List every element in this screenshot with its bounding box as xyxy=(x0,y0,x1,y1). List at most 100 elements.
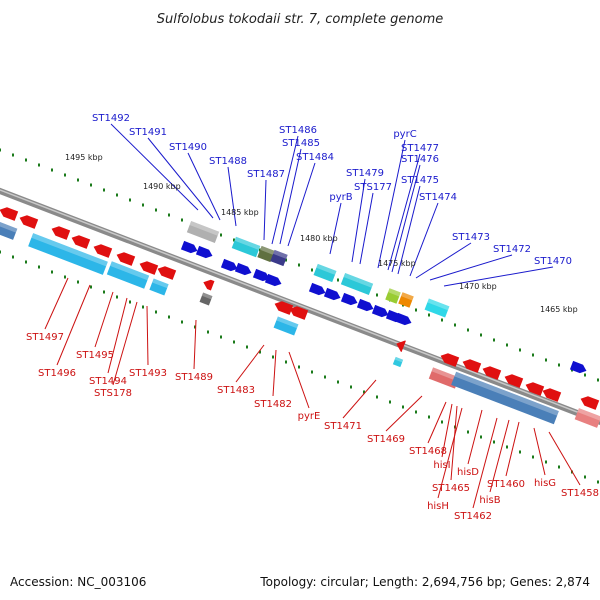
tick-dot xyxy=(415,410,417,414)
tick-dot xyxy=(103,290,105,294)
gene-block xyxy=(231,236,261,258)
tick-dot xyxy=(376,395,378,399)
reverse-label-leader xyxy=(342,379,377,419)
tick-dot xyxy=(298,365,300,369)
tick-dot xyxy=(64,173,66,177)
reverse-label-leader xyxy=(385,395,423,432)
tick-dot xyxy=(194,325,196,329)
reverse-gene-label: pyrE xyxy=(298,411,321,422)
reverse-gene-label: ST1465 xyxy=(432,483,470,494)
forward-gene-arrow xyxy=(220,258,238,272)
tick-dot xyxy=(285,258,287,262)
reverse-gene-label: ST1494 xyxy=(89,376,127,387)
forward-label-leader xyxy=(351,178,366,263)
tick-dot xyxy=(168,213,170,217)
reverse-label-leader xyxy=(272,349,277,397)
tick-dot xyxy=(90,183,92,187)
tick-dot xyxy=(129,300,131,304)
forward-gene-label: ST1470 xyxy=(534,256,572,267)
reverse-gene-label: hisD xyxy=(457,467,479,478)
forward-label-leader xyxy=(397,185,421,275)
gene-block xyxy=(574,408,600,428)
reverse-gene-label: ST1460 xyxy=(487,479,525,490)
forward-label-leader xyxy=(271,135,299,245)
forward-gene-label: ST1492 xyxy=(92,113,130,124)
reverse-label-leader xyxy=(193,319,197,370)
tick-dot xyxy=(532,455,534,459)
forward-gene-label: ST1488 xyxy=(209,156,247,167)
reverse-gene-label: hisB xyxy=(479,495,500,506)
tick-dot xyxy=(506,343,508,347)
tick-dot xyxy=(350,385,352,389)
forward-label-leader xyxy=(263,179,267,241)
reverse-gene-arrow xyxy=(482,366,502,380)
reverse-label-leader xyxy=(548,431,581,486)
tick-dot xyxy=(597,378,599,382)
reverse-gene-arrow xyxy=(525,382,545,396)
forward-label-leader xyxy=(287,162,316,247)
tick-dot xyxy=(480,333,482,337)
genome-backbone xyxy=(0,187,600,425)
reverse-label-leader xyxy=(427,401,447,444)
reverse-label-leader xyxy=(146,305,149,366)
reverse-label-leader xyxy=(472,417,498,509)
forward-label-leader xyxy=(429,254,513,281)
tick-label: 1485 kbp xyxy=(221,208,259,217)
forward-gene-label: ST1473 xyxy=(452,232,490,243)
reverse-gene-arrow xyxy=(0,207,19,221)
reverse-label-leader xyxy=(112,301,138,386)
reverse-gene-label: ST1482 xyxy=(254,399,292,410)
tick-dot xyxy=(337,278,339,282)
reverse-label-leader xyxy=(441,403,453,458)
tick-dot xyxy=(51,168,53,172)
reverse-gene-label: ST1496 xyxy=(38,368,76,379)
reverse-label-leader xyxy=(94,291,114,348)
backbone-line xyxy=(0,187,600,425)
tick-dot xyxy=(77,280,79,284)
reverse-gene-arrow xyxy=(139,261,159,275)
forward-gene-label: ST1491 xyxy=(129,127,167,138)
gene-block xyxy=(273,316,299,336)
gene-block xyxy=(424,298,450,318)
tick-dot xyxy=(441,420,443,424)
tick-dot xyxy=(181,320,183,324)
forward-gene-arrow xyxy=(264,273,282,287)
reverse-gene-label: ST1497 xyxy=(26,332,64,343)
reverse-label-leader xyxy=(107,297,128,374)
tick-dot xyxy=(38,163,40,167)
reverse-gene-arrow xyxy=(116,252,136,266)
tick-dot xyxy=(376,293,378,297)
forward-label-leader xyxy=(443,266,554,287)
gene-block xyxy=(340,273,374,295)
tick-dot xyxy=(558,363,560,367)
gene-block xyxy=(257,245,275,263)
reverse-gene-arrow xyxy=(396,340,406,353)
reverse-label-leader xyxy=(450,405,458,481)
reverse-label-leader xyxy=(467,409,483,465)
forward-gene-label: ST1472 xyxy=(493,244,531,255)
forward-gene-arrow xyxy=(371,304,389,318)
forward-gene-label: ST1477 xyxy=(401,143,439,154)
forward-label-leader xyxy=(391,164,421,273)
reverse-gene-arrow xyxy=(93,244,113,258)
tick-dot xyxy=(285,360,287,364)
reverse-gene-label: ST1471 xyxy=(324,421,362,432)
forward-gene-label: ST1484 xyxy=(296,152,334,163)
reverse-label-leader xyxy=(533,427,546,476)
gene-block xyxy=(313,263,337,283)
tick-dot xyxy=(506,445,508,449)
forward-gene-arrow xyxy=(234,262,252,276)
tick-dot xyxy=(207,330,209,334)
tick-dot xyxy=(259,350,261,354)
tick-dot xyxy=(0,250,1,254)
reverse-gene-arrow xyxy=(542,388,562,402)
tick-dot xyxy=(25,158,27,162)
reverse-gene-arrow xyxy=(504,374,524,388)
tick-dot xyxy=(233,238,235,242)
gene-block xyxy=(199,292,213,306)
tick-dot xyxy=(116,295,118,299)
tick-dot xyxy=(220,335,222,339)
tick-dot xyxy=(90,285,92,289)
